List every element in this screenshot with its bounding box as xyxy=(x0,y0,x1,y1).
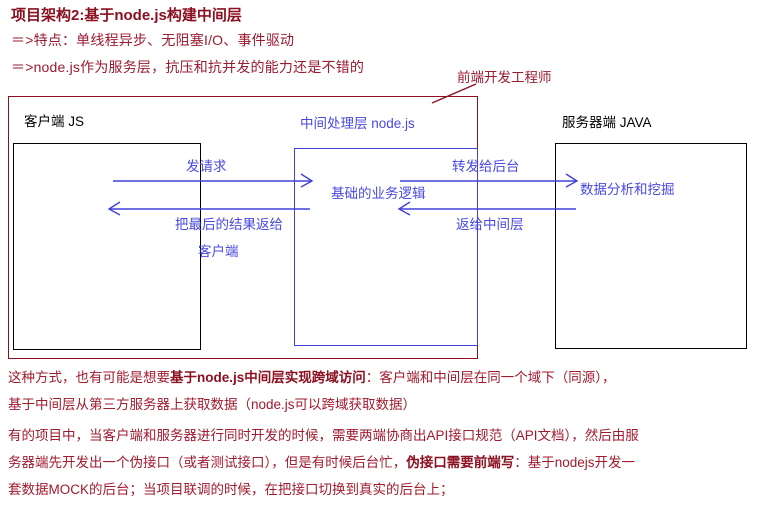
header-bullet-service-layer: ＝>node.js作为服务层，抗压和抗并发的能力还是不错的 xyxy=(11,59,365,75)
annotation-frontend-engineer: 前端开发工程师 xyxy=(457,70,552,85)
note-paragraph-1: 这种方式，也有可能是想要基于node.js中间层实现跨域访问：客户端和中间层在同… xyxy=(8,364,764,418)
header-bullet-features: ＝>特点：单线程异步、无阻塞I/O、事件驱动 xyxy=(11,32,295,48)
flow-label-send-request: 发请求 xyxy=(186,159,227,174)
middle-box-body-label: 基础的业务逻辑 xyxy=(331,186,426,201)
server-box-body-label: 数据分析和挖掘 xyxy=(580,182,675,197)
note-paragraph-2: 有的项目中，当客户端和服务器进行同时开发的时候，需要两端协商出API接口规范（A… xyxy=(8,422,764,503)
note-line: 有的项目中，当客户端和服务器进行同时开发的时候，需要两端协商出API接口规范（A… xyxy=(8,428,639,443)
note-line: 套数据MOCK的后台；当项目联调的时候，在把接口切换到真实的后台上； xyxy=(8,482,454,497)
client-box xyxy=(13,143,201,350)
middle-layer-box xyxy=(294,148,478,346)
flow-label-return-to-client-2: 客户端 xyxy=(198,244,239,259)
flow-label-forward-to-backend: 转发给后台 xyxy=(452,159,520,174)
flow-label-return-to-client-1: 把最后的结果返给 xyxy=(175,217,283,232)
flow-label-return-to-middle: 返给中间层 xyxy=(456,217,524,232)
page-title: 项目架构2:基于node.js构建中间层 xyxy=(11,7,242,24)
note-line: 这种方式，也有可能是想要基于node.js中间层实现跨域访问：客户端和中间层在同… xyxy=(8,370,616,385)
note-line: 基于中间层从第三方服务器上获取数据（node.js可以跨域获取数据） xyxy=(8,397,417,412)
middle-box-caption: 中间处理层 node.js xyxy=(300,116,415,131)
server-box xyxy=(555,143,747,349)
server-box-caption: 服务器端 JAVA xyxy=(562,115,652,130)
note-line: 务器端先开发出一个伪接口（或者测试接口），但是有时候后台忙，伪接口需要前端写：基… xyxy=(8,455,636,470)
notes-section: 这种方式，也有可能是想要基于node.js中间层实现跨域访问：客户端和中间层在同… xyxy=(8,364,764,503)
client-box-caption: 客户端 JS xyxy=(24,114,85,129)
